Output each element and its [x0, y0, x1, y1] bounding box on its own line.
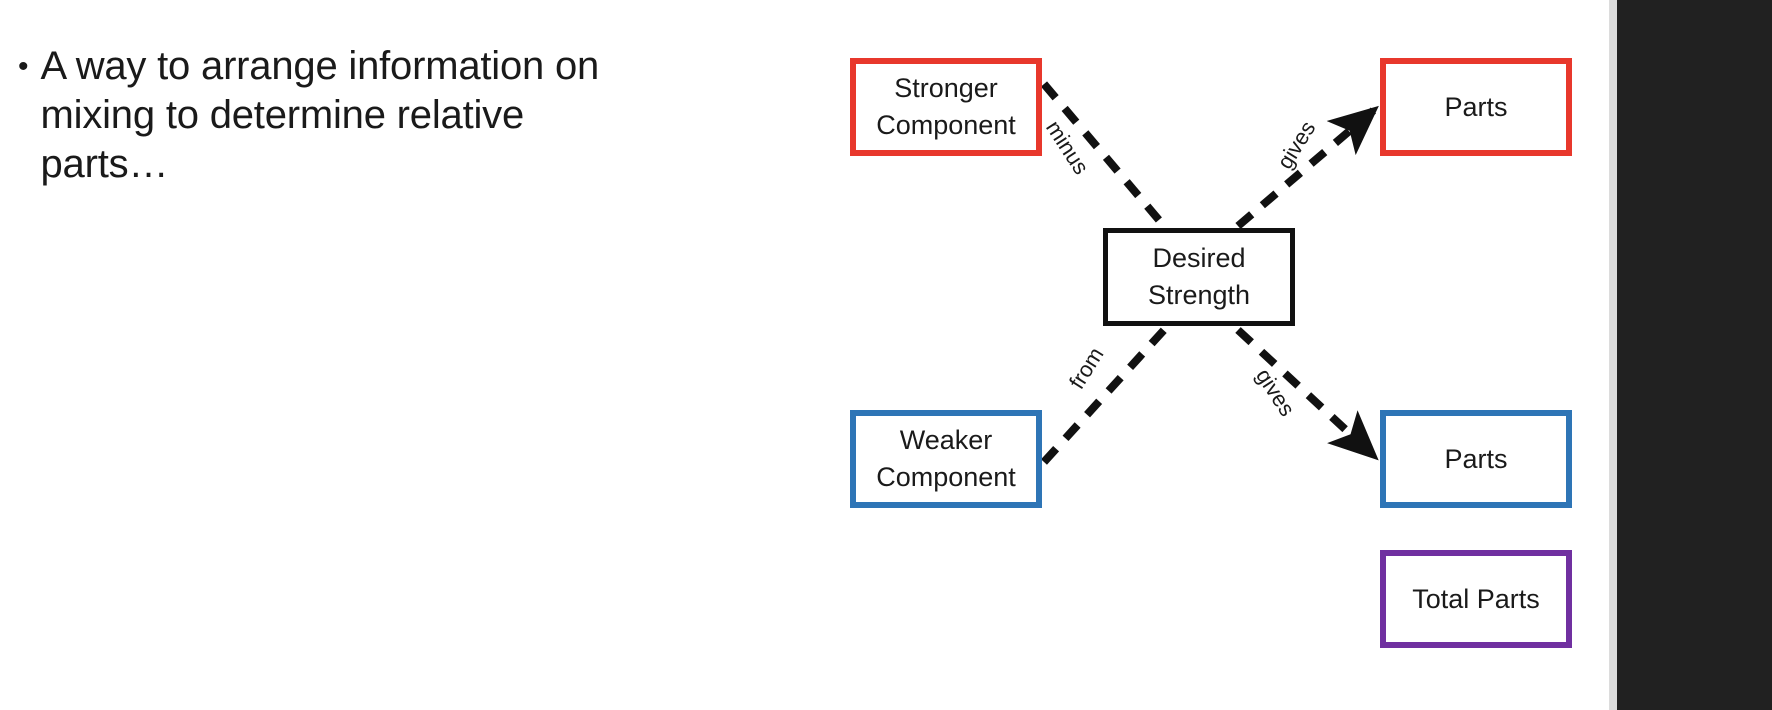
- slide-edge-strip: [1609, 0, 1617, 710]
- edge-from-line: [1041, 327, 1167, 465]
- bullet-marker-icon: •: [18, 50, 29, 83]
- flowchart-connectors: [1040, 81, 1379, 465]
- node-total-parts[interactable]: Total Parts: [1380, 550, 1572, 648]
- node-parts-top[interactable]: Parts: [1380, 58, 1572, 156]
- node-desired-strength[interactable]: Desired Strength: [1103, 228, 1295, 326]
- node-desired-strength-label: Desired Strength: [1147, 243, 1251, 310]
- node-parts-top-label: Parts: [1444, 91, 1508, 122]
- bullet-text: A way to arrange information on mixing t…: [40, 44, 600, 186]
- mixing-flowchart: Stronger Component Parts Desired Strengt…: [850, 58, 1572, 648]
- node-stronger-component-label: Stronger Component: [876, 73, 1016, 140]
- list-item: • A way to arrange information on mixing…: [18, 42, 658, 189]
- node-stronger-component[interactable]: Stronger Component: [850, 58, 1042, 156]
- node-weaker-component-label: Weaker Component: [876, 425, 1016, 492]
- node-parts-bottom[interactable]: Parts: [1380, 410, 1572, 508]
- node-weaker-component[interactable]: Weaker Component: [850, 410, 1042, 508]
- node-total-parts-label: Total Parts: [1412, 583, 1540, 614]
- node-parts-bottom-label: Parts: [1444, 443, 1508, 474]
- bullet-list: • A way to arrange information on mixing…: [18, 42, 658, 189]
- right-dark-panel: [1617, 0, 1772, 710]
- edge-gives-bottom-line: [1235, 327, 1379, 461]
